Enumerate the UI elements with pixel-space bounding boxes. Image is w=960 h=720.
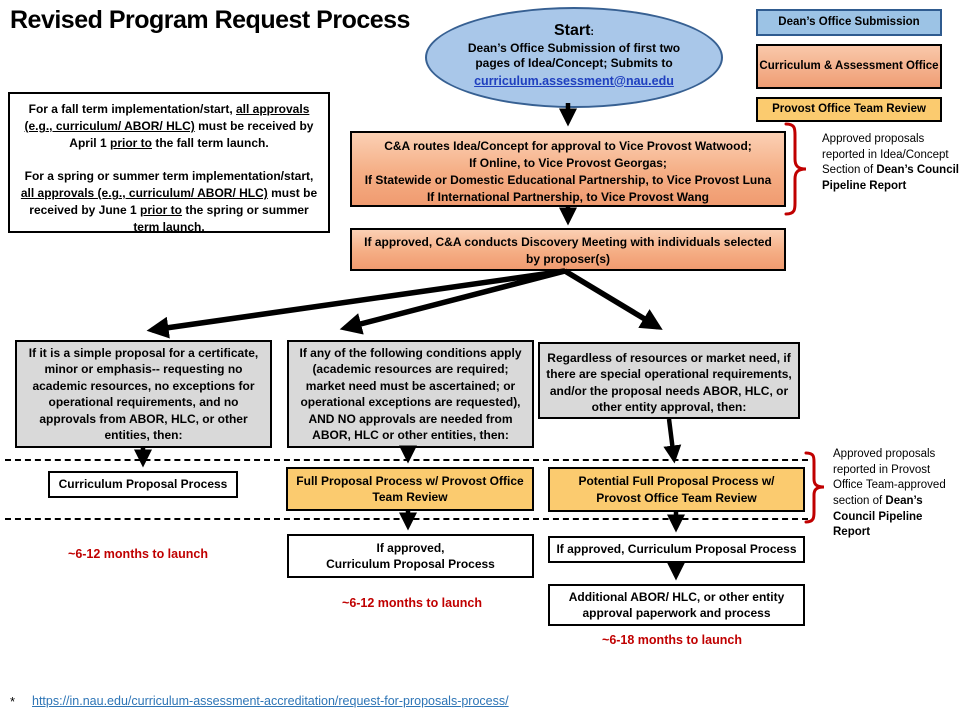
annotation-text: Approved proposals reported in Idea/Conc… (822, 133, 949, 177)
annotation-text: Approved proposals reported in Provost O… (833, 448, 946, 507)
discovery-meeting-box: If approved, C&A conducts Discovery Meet… (350, 228, 786, 271)
info-text-segment: For a spring or summer term implementati… (24, 169, 314, 184)
timeline-left: ~6-12 months to launch (68, 547, 208, 561)
info-text-segment: the fall term launch. (151, 136, 269, 151)
branch-conditions-apply: If any of the following conditions apply… (287, 340, 534, 448)
legend-curriculum-assessment: Curriculum & Assessment Office (756, 44, 942, 89)
legend-deans-office-label: Dean’s Office Submission (778, 16, 920, 29)
branch-simple-proposal-text: If it is a simple proposal for a certifi… (28, 346, 259, 443)
legend-provost-review: Provost Office Team Review (756, 97, 942, 122)
info-underlined-segment: all approvals (e.g., curriculum/ ABOR/ H… (24, 102, 310, 134)
branch-simple-proposal: If it is a simple proposal for a certifi… (15, 340, 272, 448)
start-node: Start: Dean’s Office Submission of first… (425, 7, 723, 108)
routes-line: If Online, to Vice Provost Georgas; (469, 156, 667, 171)
red-brace-idea (784, 122, 807, 216)
info-text-segment: the spring or summer term launch. (133, 203, 309, 235)
branch-special-requirements: Regardless of resources or market need, … (538, 342, 800, 419)
if-approved-right-text: If approved, Curriculum Proposal Process (556, 542, 797, 557)
info-underlined-segment: prior to (140, 203, 183, 218)
timeline-middle: ~6-12 months to launch (342, 596, 482, 610)
if-approved-line: If approved, (376, 540, 445, 555)
potential-full-proposal-text: Potential Full Proposal Process w/ Provo… (578, 474, 775, 505)
page-title: Revised Program Request Process (10, 6, 410, 34)
legend-provost-review-label: Provost Office Team Review (772, 103, 926, 116)
start-colon: : (590, 26, 595, 38)
full-proposal-process-box: Full Proposal Process w/ Provost Office … (286, 467, 534, 511)
arrow-discovery-to-middle-branch (339, 268, 566, 335)
annotation-bold-text: Dean’s Council Pipeline Report (833, 494, 923, 539)
info-underlined-segment: all approvals (e.g., curriculum/ ABOR/ H… (20, 186, 268, 201)
start-node-text: Dean’s Office Submission of first two pa… (467, 41, 681, 71)
deadline-spring-paragraph: For a spring or summer term implementati… (19, 168, 319, 236)
additional-approval-text: Additional ABOR/ HLC, or other entity ap… (568, 589, 785, 620)
if-approved-line: Curriculum Proposal Process (326, 557, 495, 571)
start-label: Start (553, 22, 591, 39)
timeline-right: ~6-18 months to launch (602, 633, 742, 647)
footer-link[interactable]: https://in.nau.edu/curriculum-assessment… (32, 694, 509, 708)
annotation-bold-text: Dean’s Council Pipeline Report (822, 164, 959, 192)
deadline-fall-paragraph: For a fall term implementation/start, al… (19, 101, 319, 152)
routes-line: If Statewide or Domestic Educational Par… (364, 173, 772, 188)
discovery-meeting-text: If approved, C&A conducts Discovery Meet… (364, 235, 772, 267)
footer-asterisk: * (10, 694, 16, 709)
legend-deans-office: Dean’s Office Submission (756, 9, 942, 36)
deadline-info-box: For a fall term implementation/start, al… (8, 92, 330, 236)
annotation-idea-concept: Approved proposals reported in Idea/Conc… (822, 132, 960, 195)
curriculum-proposal-process-text: Curriculum Proposal Process (58, 477, 228, 492)
email-link[interactable]: curriculum.assessment@nau.edu (474, 73, 674, 88)
branch-special-requirements-text: Regardless of resources or market need, … (546, 351, 792, 415)
info-text-segment: must be received by June 1 (29, 186, 318, 218)
full-proposal-process-text: Full Proposal Process w/ Provost Office … (296, 473, 524, 504)
potential-full-proposal-box: Potential Full Proposal Process w/ Provo… (548, 467, 805, 512)
info-text-segment: For a fall term implementation/start, (28, 102, 236, 116)
additional-approval-box: Additional ABOR/ HLC, or other entity ap… (548, 584, 805, 626)
arrow-discovery-to-right-branch (563, 268, 663, 330)
curriculum-proposal-process-box: Curriculum Proposal Process (48, 471, 238, 498)
routes-line: C&A routes Idea/Concept for approval to … (384, 139, 752, 153)
routes-line: If International Partnership, to Vice Pr… (426, 190, 710, 205)
branch-conditions-apply-text: If any of the following conditions apply… (299, 346, 522, 443)
red-brace-provost (804, 451, 825, 524)
info-text-segment: must be received by April 1 (69, 119, 314, 151)
arrow-discovery-to-left-branch (146, 268, 566, 339)
annotation-provost-approved: Approved proposals reported in Provost O… (833, 447, 960, 541)
routes-box: C&A routes Idea/Concept for approval to … (350, 131, 786, 207)
dashed-divider-bottom (5, 518, 808, 520)
arrow-right-branch-to-potential (663, 418, 682, 464)
start-node-title: Start: (449, 22, 699, 40)
if-approved-right-box: If approved, Curriculum Proposal Process (548, 536, 805, 563)
if-approved-mid-box: If approved, Curriculum Proposal Process (287, 534, 534, 578)
info-underlined-segment: prior to (109, 136, 152, 151)
dashed-divider-top (5, 459, 808, 461)
legend-curriculum-assessment-label: Curriculum & Assessment Office (759, 60, 939, 73)
